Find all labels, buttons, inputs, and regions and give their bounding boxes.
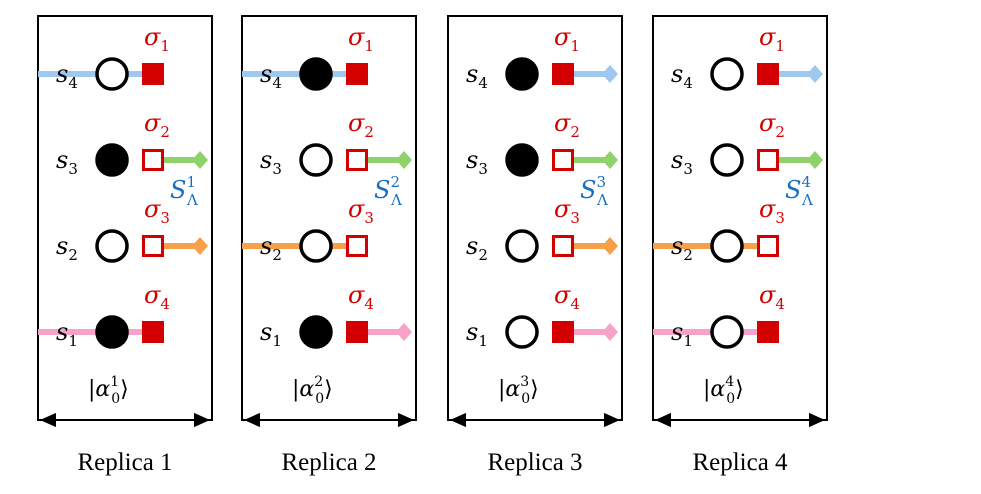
row-label: s1: [671, 318, 693, 350]
filled-site-circle: [95, 315, 129, 349]
sigma-label: σ1: [554, 23, 580, 55]
row-label: s4: [466, 60, 488, 92]
diamond-marker: [192, 237, 208, 255]
row-label: s3: [56, 146, 78, 178]
empty-sigma-square: [346, 235, 368, 257]
diamond-marker: [807, 65, 823, 83]
row-label: s3: [671, 146, 693, 178]
replica-title: Replica 4: [692, 449, 788, 476]
diamond-marker: [602, 323, 618, 341]
filled-sigma-square: [346, 321, 368, 343]
replica-title: Replica 1: [77, 449, 172, 476]
diamond-marker: [807, 151, 823, 169]
filled-sigma-square: [142, 63, 164, 85]
empty-sigma-square: [142, 149, 164, 171]
sigma-label: σ2: [554, 109, 580, 141]
sigma-label: σ3: [554, 195, 580, 227]
filled-site-circle: [505, 143, 539, 177]
empty-site-circle: [505, 315, 539, 349]
filled-sigma-square: [552, 63, 574, 85]
sigma-label: σ2: [759, 109, 785, 141]
empty-site-circle: [299, 143, 333, 177]
row-label: s3: [466, 146, 488, 178]
filled-sigma-square: [552, 321, 574, 343]
row-label: s1: [56, 318, 78, 350]
empty-sigma-square: [552, 149, 574, 171]
sigma-label: σ1: [348, 23, 374, 55]
sigma-label: σ3: [759, 195, 785, 227]
sigma-label: σ3: [144, 195, 170, 227]
filled-sigma-square: [142, 321, 164, 343]
row-label: s3: [260, 146, 282, 178]
row-label: s2: [466, 232, 488, 264]
row-label: s1: [466, 318, 488, 350]
empty-site-circle: [710, 143, 744, 177]
filled-site-circle: [299, 57, 333, 91]
sigma-label: σ1: [144, 23, 170, 55]
sigma-label: σ2: [144, 109, 170, 141]
empty-site-circle: [95, 57, 129, 91]
empty-sigma-square: [346, 149, 368, 171]
filled-site-circle: [95, 143, 129, 177]
empty-site-circle: [710, 315, 744, 349]
empty-site-circle: [710, 229, 744, 263]
empty-sigma-square: [757, 235, 779, 257]
sigma-label: σ3: [348, 195, 374, 227]
row-label: s2: [260, 232, 282, 264]
empty-site-circle: [95, 229, 129, 263]
empty-site-circle: [299, 229, 333, 263]
sigma-label: σ4: [554, 281, 580, 313]
sigma-label: σ4: [759, 281, 785, 313]
diamond-marker: [602, 151, 618, 169]
row-label: s4: [671, 60, 693, 92]
filled-sigma-square: [757, 321, 779, 343]
filled-sigma-square: [757, 63, 779, 85]
sigma-label: σ1: [759, 23, 785, 55]
diamond-marker: [396, 151, 412, 169]
empty-sigma-square: [142, 235, 164, 257]
diamond-marker: [602, 237, 618, 255]
diamond-marker: [396, 323, 412, 341]
empty-sigma-square: [552, 235, 574, 257]
sigma-label: σ4: [348, 281, 374, 313]
row-label: s2: [56, 232, 78, 264]
empty-site-circle: [505, 229, 539, 263]
empty-site-circle: [710, 57, 744, 91]
empty-sigma-square: [757, 149, 779, 171]
diamond-marker: [602, 65, 618, 83]
diamond-marker: [192, 151, 208, 169]
row-label: s4: [56, 60, 78, 92]
row-label: s1: [260, 318, 282, 350]
replica-title: Replica 2: [281, 449, 376, 476]
filled-site-circle: [505, 57, 539, 91]
replica-title: Replica 3: [487, 449, 582, 476]
sigma-label: σ4: [144, 281, 170, 313]
filled-site-circle: [299, 315, 333, 349]
row-label: s4: [260, 60, 282, 92]
sigma-label: σ2: [348, 109, 374, 141]
row-label: s2: [671, 232, 693, 264]
filled-sigma-square: [346, 63, 368, 85]
